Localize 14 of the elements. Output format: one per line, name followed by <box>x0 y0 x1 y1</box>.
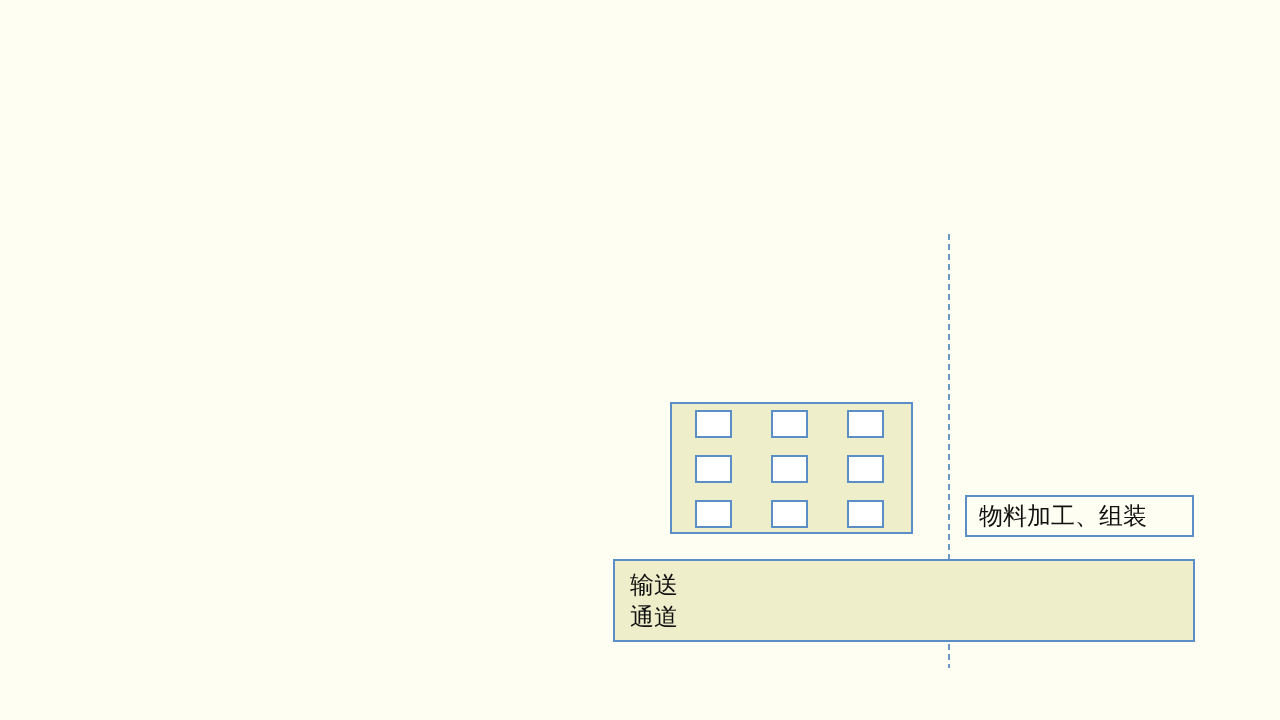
slot <box>847 410 884 438</box>
slot <box>695 455 732 483</box>
slot <box>847 500 884 528</box>
slot <box>771 455 808 483</box>
slot <box>771 410 808 438</box>
conveyor-channel <box>613 559 1195 642</box>
slot <box>847 455 884 483</box>
label-box <box>965 495 1194 537</box>
label-text: 输送通道 <box>630 570 679 633</box>
tray <box>670 402 913 534</box>
label-text: 物料加工、组装 <box>979 501 1147 532</box>
slot <box>695 410 732 438</box>
slot <box>771 500 808 528</box>
slot <box>695 500 732 528</box>
